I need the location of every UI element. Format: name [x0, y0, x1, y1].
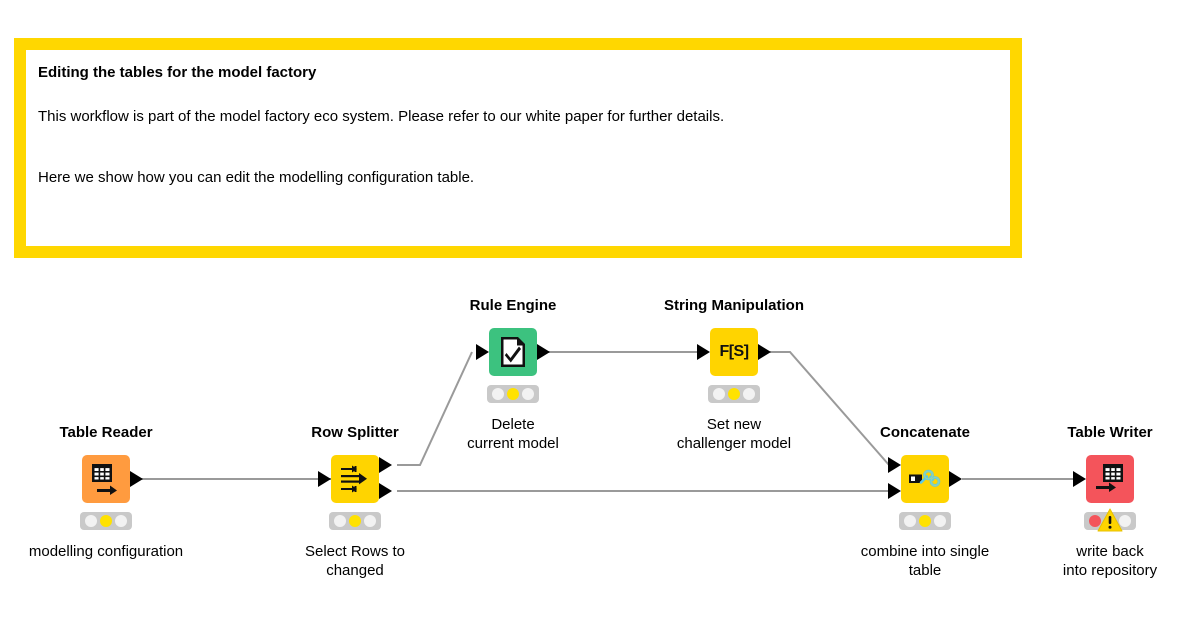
node-title-rule-engine: Rule Engine — [469, 297, 557, 314]
status-lamp-green — [522, 388, 535, 400]
port-out-bottom-row-splitter[interactable] — [379, 483, 392, 499]
document-check-icon — [498, 336, 528, 368]
status-lamp-red — [712, 388, 725, 400]
status-lamp-red — [1088, 515, 1101, 527]
port-in-bottom-concatenate[interactable] — [888, 483, 901, 499]
status-traffic-light-rule-engine — [487, 385, 539, 403]
node-body-rule-engine[interactable] — [489, 328, 537, 376]
node-body-concatenate[interactable] — [901, 455, 949, 503]
annotation-content: Editing the tables for the model factory… — [26, 50, 1010, 246]
port-in-table-writer[interactable] — [1073, 471, 1086, 487]
chain-link-icon — [908, 467, 942, 491]
port-out-string-manipulation[interactable] — [758, 344, 771, 360]
status-traffic-light-table-writer — [1084, 508, 1136, 532]
node-label-concatenate: combine into single table — [860, 543, 990, 580]
status-lamp-green — [934, 515, 947, 527]
status-lamp-green — [743, 388, 756, 400]
node-title-table-reader: Table Reader — [59, 424, 153, 441]
status-lamp-yellow — [506, 388, 519, 400]
status-lamp-green — [1119, 515, 1132, 527]
status-traffic-light-string-manipulation — [708, 385, 760, 403]
table-write-icon — [1093, 463, 1127, 495]
status-lamp-green — [115, 515, 128, 527]
annotation-paragraph-1: This workflow is part of the model facto… — [38, 108, 725, 125]
status-lamp-red — [333, 515, 346, 527]
node-title-string-manipulation: String Manipulation — [664, 297, 804, 314]
status-traffic-light-row-splitter — [329, 512, 381, 530]
status-lamp-yellow — [348, 515, 361, 527]
node-body-string-manipulation[interactable]: F[S] — [710, 328, 758, 376]
port-in-rule-engine[interactable] — [476, 344, 489, 360]
node-label-row-splitter: Select Rows to changed — [304, 543, 406, 580]
status-traffic-light-concatenate — [899, 512, 951, 530]
status-traffic-light-table-reader — [80, 512, 132, 530]
warning-triangle-icon[interactable] — [1097, 508, 1123, 532]
node-label-table-writer: write back into repository — [1062, 543, 1158, 580]
annotation-paragraph-2: Here we show how you can edit the modell… — [38, 168, 475, 186]
port-out-top-row-splitter[interactable] — [379, 457, 392, 473]
node-label-string-manipulation: Set new challenger model — [676, 416, 792, 453]
fs-function-icon: F[S] — [719, 343, 749, 360]
node-title-row-splitter: Row Splitter — [311, 424, 399, 441]
port-out-rule-engine[interactable] — [537, 344, 550, 360]
status-lamp-yellow — [727, 388, 740, 400]
workflow-annotation-box[interactable]: Editing the tables for the model factory… — [14, 38, 1022, 258]
node-title-concatenate: Concatenate — [879, 424, 971, 441]
status-lamp-red — [84, 515, 97, 527]
row-split-icon — [339, 464, 371, 494]
port-out-concatenate[interactable] — [949, 471, 962, 487]
status-lamp-yellow — [918, 515, 931, 527]
node-label-table-reader: modelling configuration — [28, 543, 184, 560]
table-arrow-icon — [89, 463, 123, 495]
node-body-row-splitter[interactable] — [331, 455, 379, 503]
port-in-row-splitter[interactable] — [318, 471, 331, 487]
node-body-table-reader[interactable] — [82, 455, 130, 503]
port-in-string-manipulation[interactable] — [697, 344, 710, 360]
port-out-table-reader[interactable] — [130, 471, 143, 487]
status-lamp-yellow — [99, 515, 112, 527]
port-in-top-concatenate[interactable] — [888, 457, 901, 473]
node-body-table-writer[interactable] — [1086, 455, 1134, 503]
annotation-title: Editing the tables for the model factory — [38, 64, 317, 81]
node-title-table-writer: Table Writer — [1067, 424, 1153, 441]
node-label-rule-engine: Delete current model — [467, 416, 559, 453]
status-lamp-green — [364, 515, 377, 527]
status-lamp-red — [903, 515, 916, 527]
status-lamp-red — [491, 388, 504, 400]
